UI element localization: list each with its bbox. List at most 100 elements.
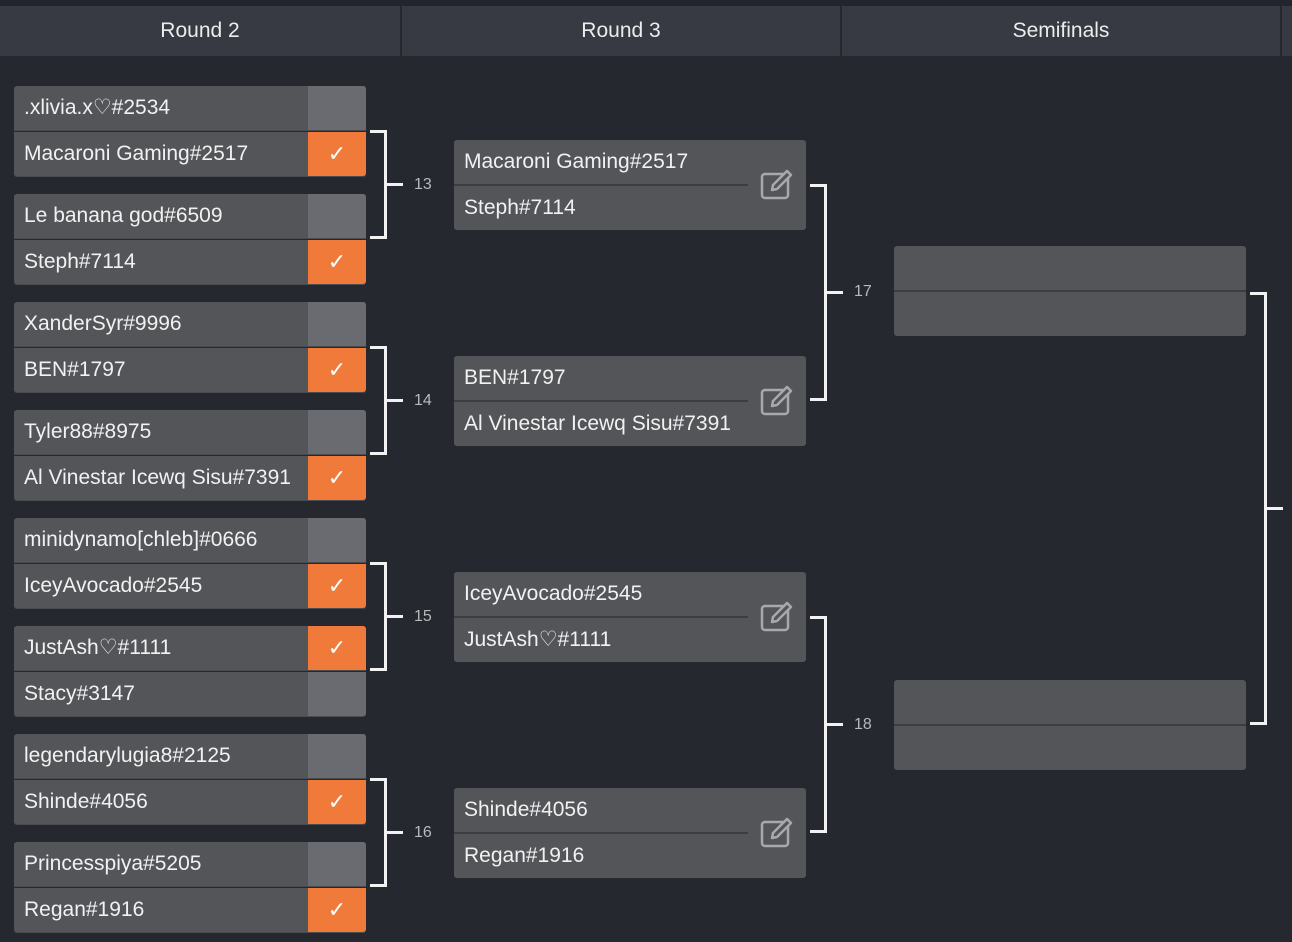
winner-checkbox[interactable]: ✓ <box>308 456 366 500</box>
winner-checkbox[interactable]: ✓ <box>308 888 366 932</box>
bracket-connector <box>387 399 403 402</box>
edit-icon[interactable] <box>760 384 796 418</box>
checkmark-icon: ✓ <box>327 897 347 922</box>
player-slot[interactable]: Al Vinestar Icewq Sisu#7391 ✓ <box>14 456 366 500</box>
player-name: Princesspiya#5205 <box>24 852 202 875</box>
player-slot[interactable]: Stacy#3147 <box>14 672 366 716</box>
bracket-connector <box>370 562 387 671</box>
player-name: XanderSyr#9996 <box>24 312 182 335</box>
player-slot[interactable]: legendarylugia8#2125 <box>14 734 366 778</box>
winner-checkbox[interactable]: ✓ <box>308 240 366 284</box>
match-divider <box>894 290 1246 292</box>
checkmark-icon: ✓ <box>327 573 347 598</box>
match-number: 15 <box>414 608 432 625</box>
match-number: 17 <box>854 283 872 300</box>
player-name: Regan#1916 <box>24 898 145 921</box>
match-player-1: Shinde#4056 <box>464 798 588 821</box>
player-slot[interactable]: Steph#7114 ✓ <box>14 240 366 284</box>
winner-checkbox[interactable]: ✓ <box>308 626 366 670</box>
winner-checkbox[interactable]: ✓ <box>308 780 366 824</box>
player-name: Steph#7114 <box>24 250 136 273</box>
checkmark-icon: ✓ <box>327 357 347 382</box>
player-slot[interactable]: BEN#1797 ✓ <box>14 348 366 392</box>
player-slot[interactable]: minidynamo[chleb]#0666 <box>14 518 366 562</box>
checkmark-icon: ✓ <box>327 789 347 814</box>
checkmark-icon: ✓ <box>327 249 347 274</box>
match-divider <box>454 400 748 402</box>
score-checkbox[interactable] <box>308 518 366 562</box>
edit-icon[interactable] <box>760 168 796 202</box>
match-divider <box>454 184 748 186</box>
bracket-connector <box>370 778 387 887</box>
edit-icon[interactable] <box>760 600 796 634</box>
checkmark-icon: ✓ <box>327 635 347 660</box>
player-name: Tyler88#8975 <box>24 420 152 443</box>
winner-checkbox[interactable]: ✓ <box>308 348 366 392</box>
player-slot[interactable]: XanderSyr#9996 <box>14 302 366 346</box>
player-name: Al Vinestar Icewq Sisu#7391 <box>24 466 291 489</box>
score-checkbox[interactable] <box>308 672 366 716</box>
bracket-connector <box>810 184 827 401</box>
match-player-1: IceyAvocado#2545 <box>464 582 643 605</box>
checkmark-icon: ✓ <box>327 465 347 490</box>
match-number: 14 <box>414 392 432 409</box>
match-player-2: Regan#1916 <box>464 844 585 867</box>
player-name: minidynamo[chleb]#0666 <box>24 528 258 551</box>
bracket-connector <box>387 831 403 834</box>
winner-checkbox[interactable]: ✓ <box>308 564 366 608</box>
bracket-connector <box>387 183 403 186</box>
player-slot[interactable]: Princesspiya#5205 <box>14 842 366 886</box>
score-checkbox[interactable] <box>308 194 366 238</box>
player-slot[interactable]: Macaroni Gaming#2517 ✓ <box>14 132 366 176</box>
round-3-match[interactable]: IceyAvocado#2545 JustAsh♡#1111 <box>454 572 806 662</box>
player-slot[interactable]: .xlivia.x♡#2534 <box>14 86 366 130</box>
semifinal-match[interactable] <box>894 680 1246 770</box>
player-name: JustAsh♡#1111 <box>24 636 172 659</box>
player-slot[interactable]: Shinde#4056 ✓ <box>14 780 366 824</box>
match-divider <box>454 616 748 618</box>
player-slot[interactable]: Le banana god#6509 <box>14 194 366 238</box>
player-name: Stacy#3147 <box>24 682 135 705</box>
score-checkbox[interactable] <box>308 302 366 346</box>
player-name: Le banana god#6509 <box>24 204 223 227</box>
match-number: 16 <box>414 824 432 841</box>
match-number: 13 <box>414 176 432 193</box>
bracket-connector <box>370 346 387 455</box>
player-name: BEN#1797 <box>24 358 126 381</box>
player-name: legendarylugia8#2125 <box>24 744 231 767</box>
header-semifinals: Semifinals <box>842 6 1280 56</box>
round-3-match[interactable]: Shinde#4056 Regan#1916 <box>454 788 806 878</box>
winner-checkbox[interactable]: ✓ <box>308 132 366 176</box>
checkmark-icon: ✓ <box>327 141 347 166</box>
match-player-1: BEN#1797 <box>464 366 566 389</box>
player-slot[interactable]: Regan#1916 ✓ <box>14 888 366 932</box>
edit-icon[interactable] <box>760 816 796 850</box>
match-player-2: Steph#7114 <box>464 196 576 219</box>
match-player-2: Al Vinestar Icewq Sisu#7391 <box>464 412 731 435</box>
player-name: Macaroni Gaming#2517 <box>24 142 249 165</box>
header-round-3: Round 3 <box>402 6 840 56</box>
score-checkbox[interactable] <box>308 734 366 778</box>
bracket-connector <box>1267 507 1283 510</box>
round-3-match[interactable]: Macaroni Gaming#2517 Steph#7114 <box>454 140 806 230</box>
player-slot[interactable]: Tyler88#8975 <box>14 410 366 454</box>
bracket-connector <box>827 291 843 294</box>
header-finals-edge <box>1282 6 1292 56</box>
match-player-2: JustAsh♡#1111 <box>464 628 612 651</box>
semifinal-match[interactable] <box>894 246 1246 336</box>
bracket-connector <box>1250 292 1267 725</box>
score-checkbox[interactable] <box>308 842 366 886</box>
player-slot[interactable]: JustAsh♡#1111 ✓ <box>14 626 366 670</box>
score-checkbox[interactable] <box>308 86 366 130</box>
score-checkbox[interactable] <box>308 410 366 454</box>
player-name: IceyAvocado#2545 <box>24 574 203 597</box>
player-name: .xlivia.x♡#2534 <box>24 96 171 119</box>
match-divider <box>894 724 1246 726</box>
match-number: 18 <box>854 716 872 733</box>
player-slot[interactable]: IceyAvocado#2545 ✓ <box>14 564 366 608</box>
round-3-match[interactable]: BEN#1797 Al Vinestar Icewq Sisu#7391 <box>454 356 806 446</box>
player-name: Shinde#4056 <box>24 790 148 813</box>
bracket-connector <box>370 130 387 239</box>
bracket-connector <box>827 723 843 726</box>
match-player-1: Macaroni Gaming#2517 <box>464 150 689 173</box>
